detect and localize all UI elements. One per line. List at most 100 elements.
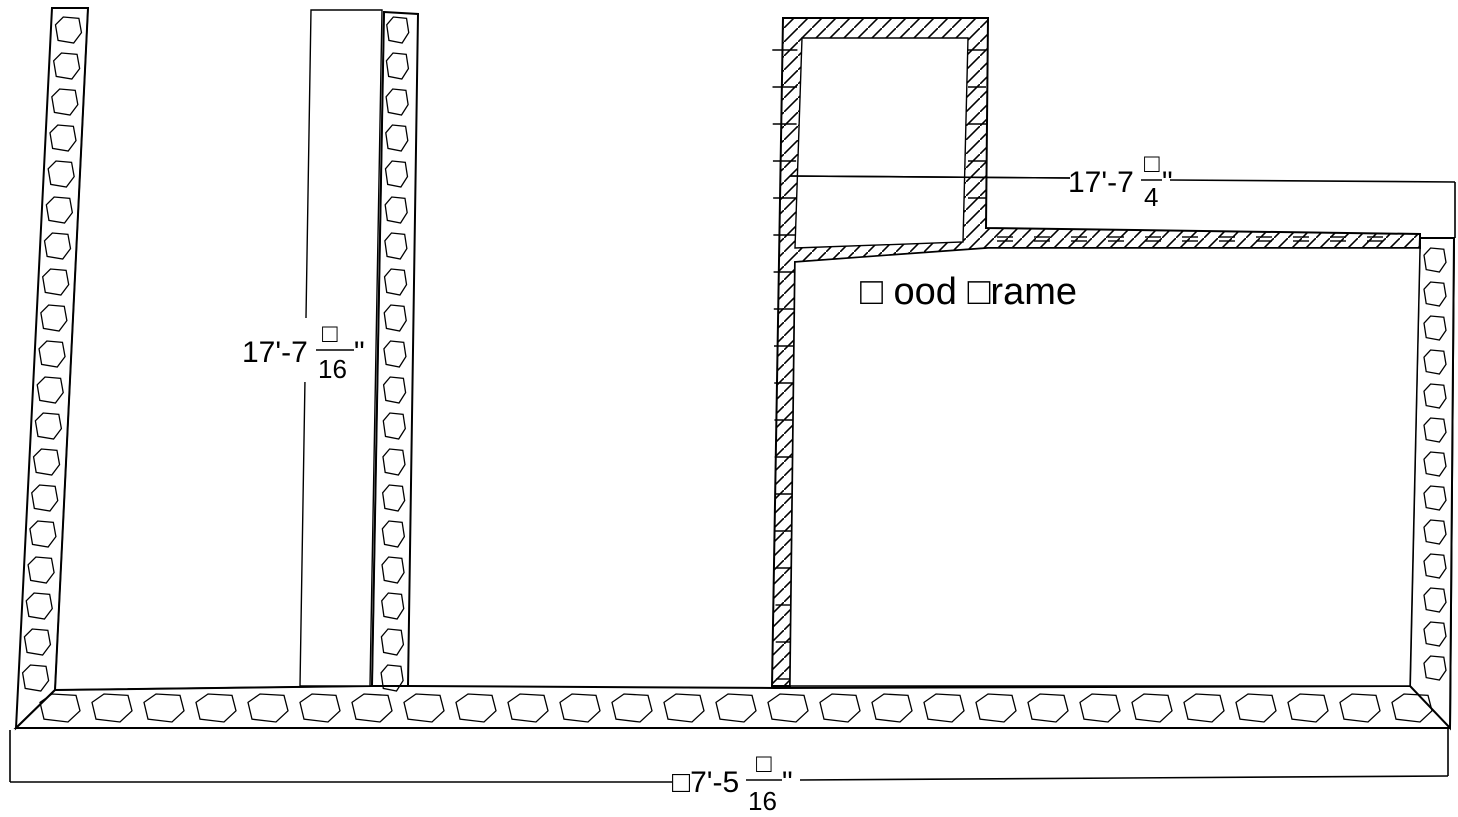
stone-shape (382, 448, 406, 476)
stone-shape (1423, 281, 1447, 307)
stone-shape (663, 693, 705, 723)
stone-shape (41, 268, 70, 296)
stone-shape (1235, 693, 1277, 723)
stone-shape (1339, 693, 1381, 723)
dim-line-top-right-b (1169, 179, 1456, 183)
stone-shape (31, 484, 59, 512)
stone-shape (403, 693, 445, 723)
dim-text-bottom-overall: □7'-5 □ 16 " (672, 748, 793, 816)
stone-shape (819, 693, 861, 723)
stone-shape (1423, 519, 1447, 545)
dim-text-top-right: 17'-7 □ 4 " (1068, 148, 1173, 212)
svg-text:": " (354, 336, 365, 369)
wood-frame-label: □ ood □rame (860, 271, 1077, 313)
stone-shape (386, 16, 410, 44)
stone-shape (1423, 315, 1447, 341)
stone-shape (384, 232, 408, 260)
closet-room (794, 37, 969, 249)
svg-text:□: □ (756, 748, 772, 778)
stone-shape (1287, 693, 1329, 723)
stone-shape (143, 693, 185, 723)
stone-wall-left (14, 7, 90, 731)
dim-line-top-right-a (789, 175, 1071, 179)
stone-shape (385, 88, 409, 116)
stone-shape (91, 693, 133, 723)
svg-text:16: 16 (748, 786, 777, 816)
stone-shape (380, 628, 405, 656)
stone-shape (351, 693, 393, 723)
stone-shape (382, 412, 406, 440)
stone-shape (381, 520, 406, 548)
wood-stud-ticks (772, 49, 1383, 680)
stone-shape (383, 268, 408, 296)
stone-shape (1423, 417, 1447, 443)
stone-shape (507, 693, 549, 723)
stone-shape (247, 693, 289, 723)
stone-shape (299, 693, 341, 723)
stone-shape (51, 88, 79, 116)
svg-text:16: 16 (318, 354, 347, 384)
stone-shape (1423, 451, 1447, 477)
stone-shape (385, 124, 409, 152)
stone-shape (47, 160, 75, 188)
stone-texture (21, 16, 1447, 723)
stone-shape (383, 340, 407, 368)
stone-shape (1423, 485, 1447, 511)
stone-shape (54, 16, 83, 44)
stone-shape (1423, 655, 1447, 681)
svg-text:": " (782, 766, 793, 799)
stone-shape (1423, 587, 1447, 613)
stone-shape (1391, 693, 1433, 723)
stone-shape (380, 664, 404, 692)
stone-shape (25, 592, 53, 620)
stone-shape (36, 376, 64, 404)
stone-shape (1423, 553, 1447, 579)
stone-shape (1423, 247, 1447, 273)
stone-shape (21, 664, 50, 692)
stone-shape (23, 628, 52, 656)
stone-shape (381, 592, 405, 620)
svg-text:□: □ (322, 318, 338, 348)
stone-shape (1183, 693, 1225, 723)
stone-shape (923, 693, 965, 723)
stone-shape (455, 693, 497, 723)
main-room-interior (789, 247, 1421, 687)
stone-shape (382, 376, 407, 404)
stone-shape (43, 232, 72, 260)
stone-shape (381, 556, 405, 584)
stone-shape (871, 693, 913, 723)
stone-shape (27, 556, 55, 584)
dim-text-left-vertical: 17'-7 □ 16 " (240, 318, 368, 384)
stone-shape (1131, 693, 1173, 723)
stone-shape (1423, 621, 1447, 647)
stone-shape (381, 484, 406, 512)
stone-shape (32, 448, 61, 476)
stone-shape (383, 304, 407, 332)
stone-shape (39, 693, 81, 723)
svg-text:4: 4 (1144, 182, 1158, 212)
dim-line-bottom-b (799, 775, 1449, 781)
svg-text:17'-7: 17'-7 (242, 336, 308, 369)
stone-shape (38, 340, 66, 368)
svg-text:□7'-5: □7'-5 (672, 766, 739, 799)
stone-shape (715, 693, 757, 723)
stone-shape (767, 693, 809, 723)
svg-text:□: □ (1144, 148, 1160, 178)
stone-shape (52, 52, 81, 80)
stone-shape (1027, 693, 1069, 723)
stone-shape (195, 693, 237, 723)
stone-shape (40, 304, 68, 332)
stone-shape (34, 412, 63, 440)
svg-text:": " (1162, 166, 1173, 199)
stone-shape (384, 196, 408, 224)
stone-shape (45, 196, 74, 224)
stone-shape (559, 693, 601, 723)
stone-shape (1423, 349, 1447, 375)
stone-shape (49, 124, 77, 152)
room-left-outline (54, 7, 385, 691)
svg-text:17'-7: 17'-7 (1068, 166, 1134, 199)
stone-shape (29, 520, 57, 548)
stone-shape (611, 693, 653, 723)
stone-shape (384, 160, 409, 188)
